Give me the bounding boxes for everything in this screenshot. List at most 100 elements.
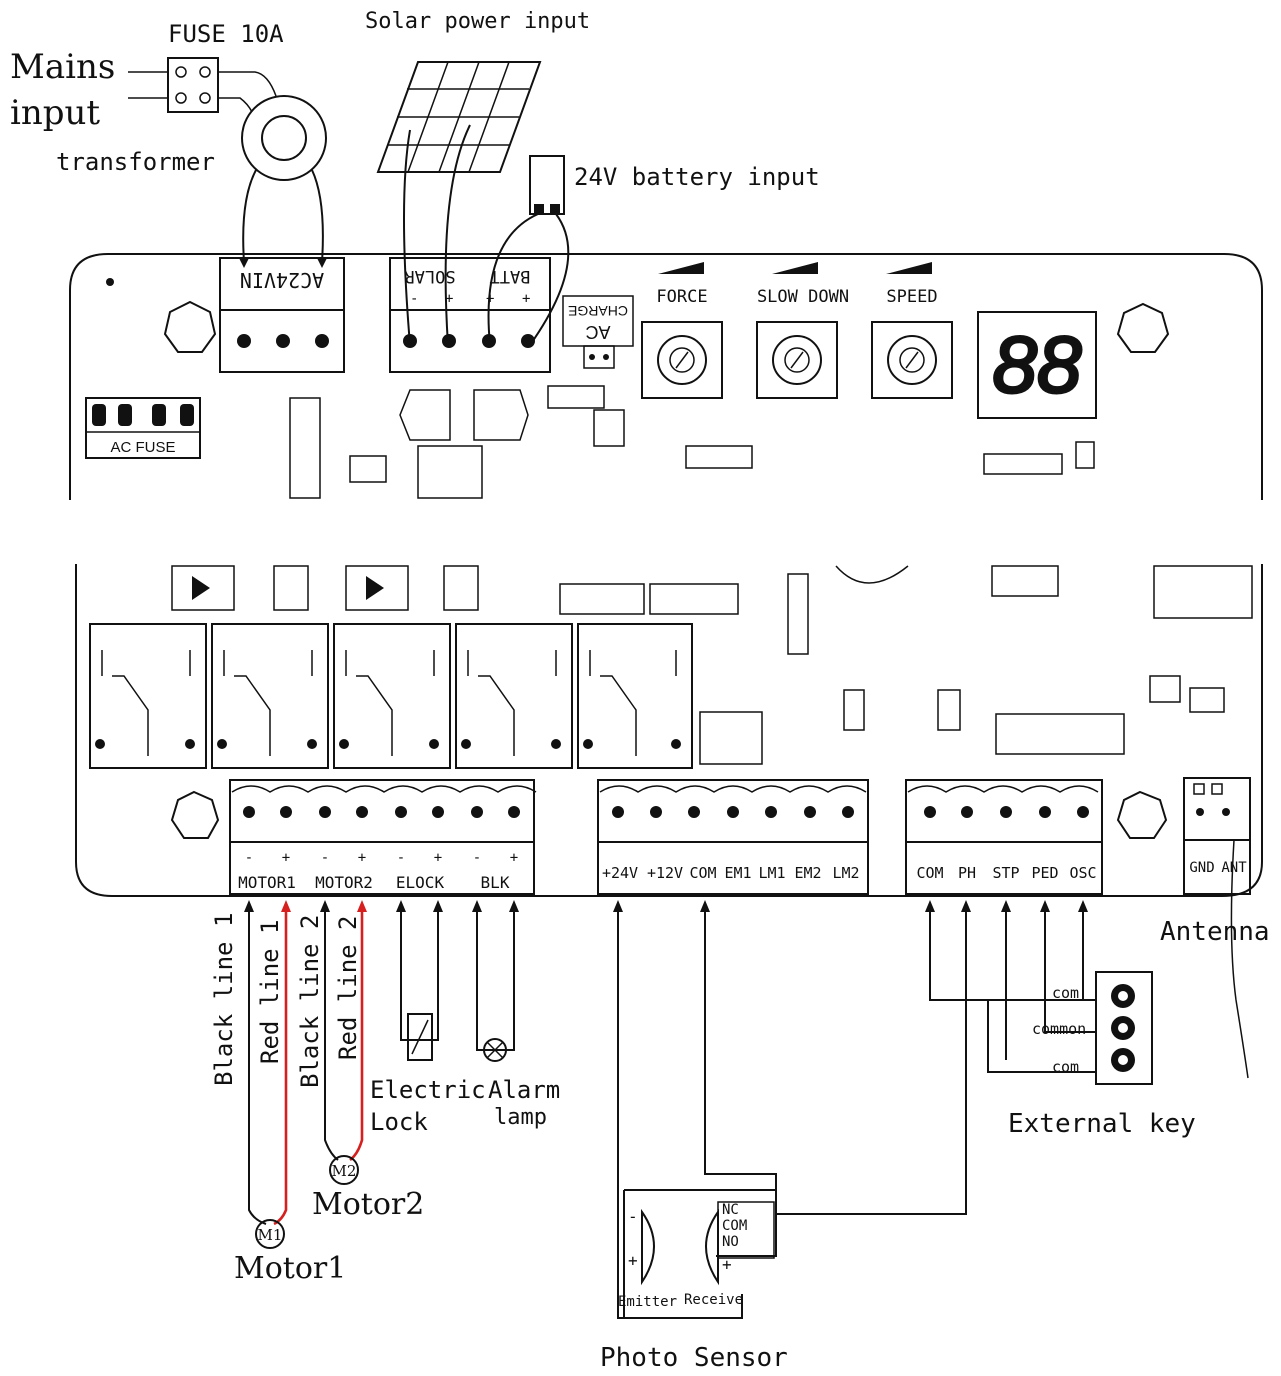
motor1-icon — [255, 1219, 285, 1249]
mounting-hole — [170, 790, 220, 839]
mains-label-line2: input — [10, 93, 100, 133]
lock-label: Lock — [370, 1108, 428, 1136]
key-common: common — [1032, 1020, 1086, 1038]
motor2-label: Motor2 — [312, 1187, 424, 1222]
pol-3: - — [321, 850, 329, 866]
speed-label: SPEED — [886, 287, 937, 307]
fuse-label: FUSE 10A — [168, 20, 284, 48]
m1-label: M1 — [258, 1226, 283, 1244]
motor-wiring: M1 M2 Black line 1 Red line 1 Black line… — [210, 900, 424, 1286]
transformer-icon — [241, 95, 327, 181]
ac24vin-label: AC24VIN — [240, 268, 324, 292]
ac-fuse-label: AC FUSE — [110, 439, 175, 456]
motor2-icon — [329, 1155, 359, 1185]
battery-label: 24V battery input — [574, 163, 820, 191]
fuse-block — [167, 57, 219, 113]
force-pot[interactable]: FORCE — [641, 262, 723, 399]
svg-text:+: + — [486, 291, 494, 307]
lamp-label: lamp — [494, 1105, 547, 1130]
pol-5: - — [397, 850, 405, 866]
input-terminal-block: COM PH STP PED OSC — [905, 779, 1103, 895]
solar-label: Solar power input — [365, 9, 590, 34]
terminal-lm1: LM1 — [758, 864, 785, 882]
solar-terminal-label: SOLAR — [404, 266, 456, 286]
photo-sensor-wiring: NC COM NO - + + Emitter Receive Photo Se… — [600, 900, 971, 1373]
emitter-minus: - — [628, 1207, 638, 1226]
svg-text:+: + — [445, 291, 453, 307]
black-line-2-label: Black line 2 — [296, 915, 324, 1088]
force-label: FORCE — [656, 287, 707, 307]
black-line-1-label: Black line 1 — [210, 913, 238, 1086]
electric-label: Electric — [370, 1076, 486, 1104]
receive-label: Receive — [684, 1292, 743, 1308]
receiver-plus: + — [722, 1255, 732, 1274]
terminal-em2: EM2 — [794, 864, 821, 882]
pol-7: - — [473, 850, 481, 866]
lock-lamp-wiring: Electric Lock Alarm lamp — [370, 900, 560, 1136]
terminal-12v: +12V — [647, 864, 683, 882]
ac-label: AC — [585, 322, 610, 342]
antenna-terminal-block: GND ANT — [1183, 777, 1251, 895]
terminal-24v: +24V — [602, 864, 638, 882]
power-input-section: Mains input FUSE 10A transformer Solar p… — [10, 9, 820, 346]
m2-label: M2 — [332, 1162, 357, 1180]
pol-1: - — [245, 850, 253, 866]
pol-2: + — [282, 850, 290, 866]
charge-label: CHARGE — [568, 303, 628, 319]
receiver-icon — [705, 1208, 719, 1286]
terminal-ant: ANT — [1221, 860, 1247, 876]
com-label: COM — [722, 1218, 747, 1234]
svg-text:-: - — [410, 291, 418, 307]
motor-terminal-block: - + - + - + - + MOTOR1 MOTOR2 ELOCK BLK — [229, 779, 537, 895]
emitter-label: Emitter — [618, 1294, 677, 1310]
red-line-1-label: Red line 1 — [256, 920, 284, 1065]
terminal-com: COM — [689, 864, 716, 882]
terminal-motor2: MOTOR2 — [315, 873, 373, 892]
mounting-hole — [1116, 302, 1170, 353]
pol-8: + — [510, 850, 518, 866]
terminal-ped: PED — [1031, 864, 1058, 882]
terminal-stp: STP — [992, 864, 1019, 882]
battery-icon — [529, 155, 565, 215]
electric-lock-icon — [407, 1013, 433, 1061]
red-line-2-label: Red line 2 — [334, 916, 362, 1061]
motor1-label: Motor1 — [234, 1251, 346, 1286]
slow-down-label: SLOW DOWN — [757, 287, 849, 307]
mounting-hole — [1116, 790, 1168, 839]
speed-pot[interactable]: SPEED — [871, 262, 953, 399]
svg-text:+: + — [522, 291, 530, 307]
board-lower: - + - + - + - + MOTOR1 MOTOR2 ELOCK BLK … — [75, 564, 1263, 897]
alarm-label: Alarm — [488, 1076, 560, 1104]
terminal-ph: PH — [958, 864, 976, 882]
antenna-label: Antenna — [1160, 917, 1270, 947]
relays — [89, 623, 693, 769]
external-key-icon — [1095, 971, 1153, 1085]
external-key-label: External key — [1008, 1109, 1196, 1139]
photo-sensor-label: Photo Sensor — [600, 1343, 788, 1373]
antenna-wiring: Antenna — [1160, 839, 1270, 1079]
board-upper: AC24VIN SOLAR BATT - + + + CHARGE AC FORCE… — [69, 253, 1263, 500]
terminal-input-com: COM — [916, 864, 943, 882]
emitter-plus: + — [628, 1251, 638, 1270]
no-label: NO — [722, 1234, 739, 1250]
batt-terminal-label: BATT — [490, 266, 531, 286]
terminal-osc: OSC — [1069, 864, 1096, 882]
power-terminal-block: +24V +12V COM EM1 LM1 EM2 LM2 — [597, 779, 869, 895]
solar-panel-icon — [376, 61, 542, 173]
slow-down-pot[interactable]: SLOW DOWN — [756, 262, 849, 399]
seven-segment-display: 88 — [977, 311, 1097, 419]
external-key-wiring: com common com External key — [925, 900, 1196, 1139]
emitter-icon — [641, 1208, 655, 1286]
pol-6: + — [434, 850, 442, 866]
mains-label-line1: Mains — [10, 47, 115, 87]
key-com-top: com — [1052, 984, 1079, 1002]
terminal-motor1: MOTOR1 — [238, 873, 296, 892]
transformer-label: transformer — [56, 148, 215, 176]
terminal-blk: BLK — [481, 873, 510, 892]
terminal-em1: EM1 — [724, 864, 751, 882]
terminal-elock: ELOCK — [396, 873, 445, 892]
display-digits: 88 — [993, 320, 1082, 409]
terminal-lm2: LM2 — [832, 864, 859, 882]
alarm-lamp-icon — [483, 1038, 507, 1062]
